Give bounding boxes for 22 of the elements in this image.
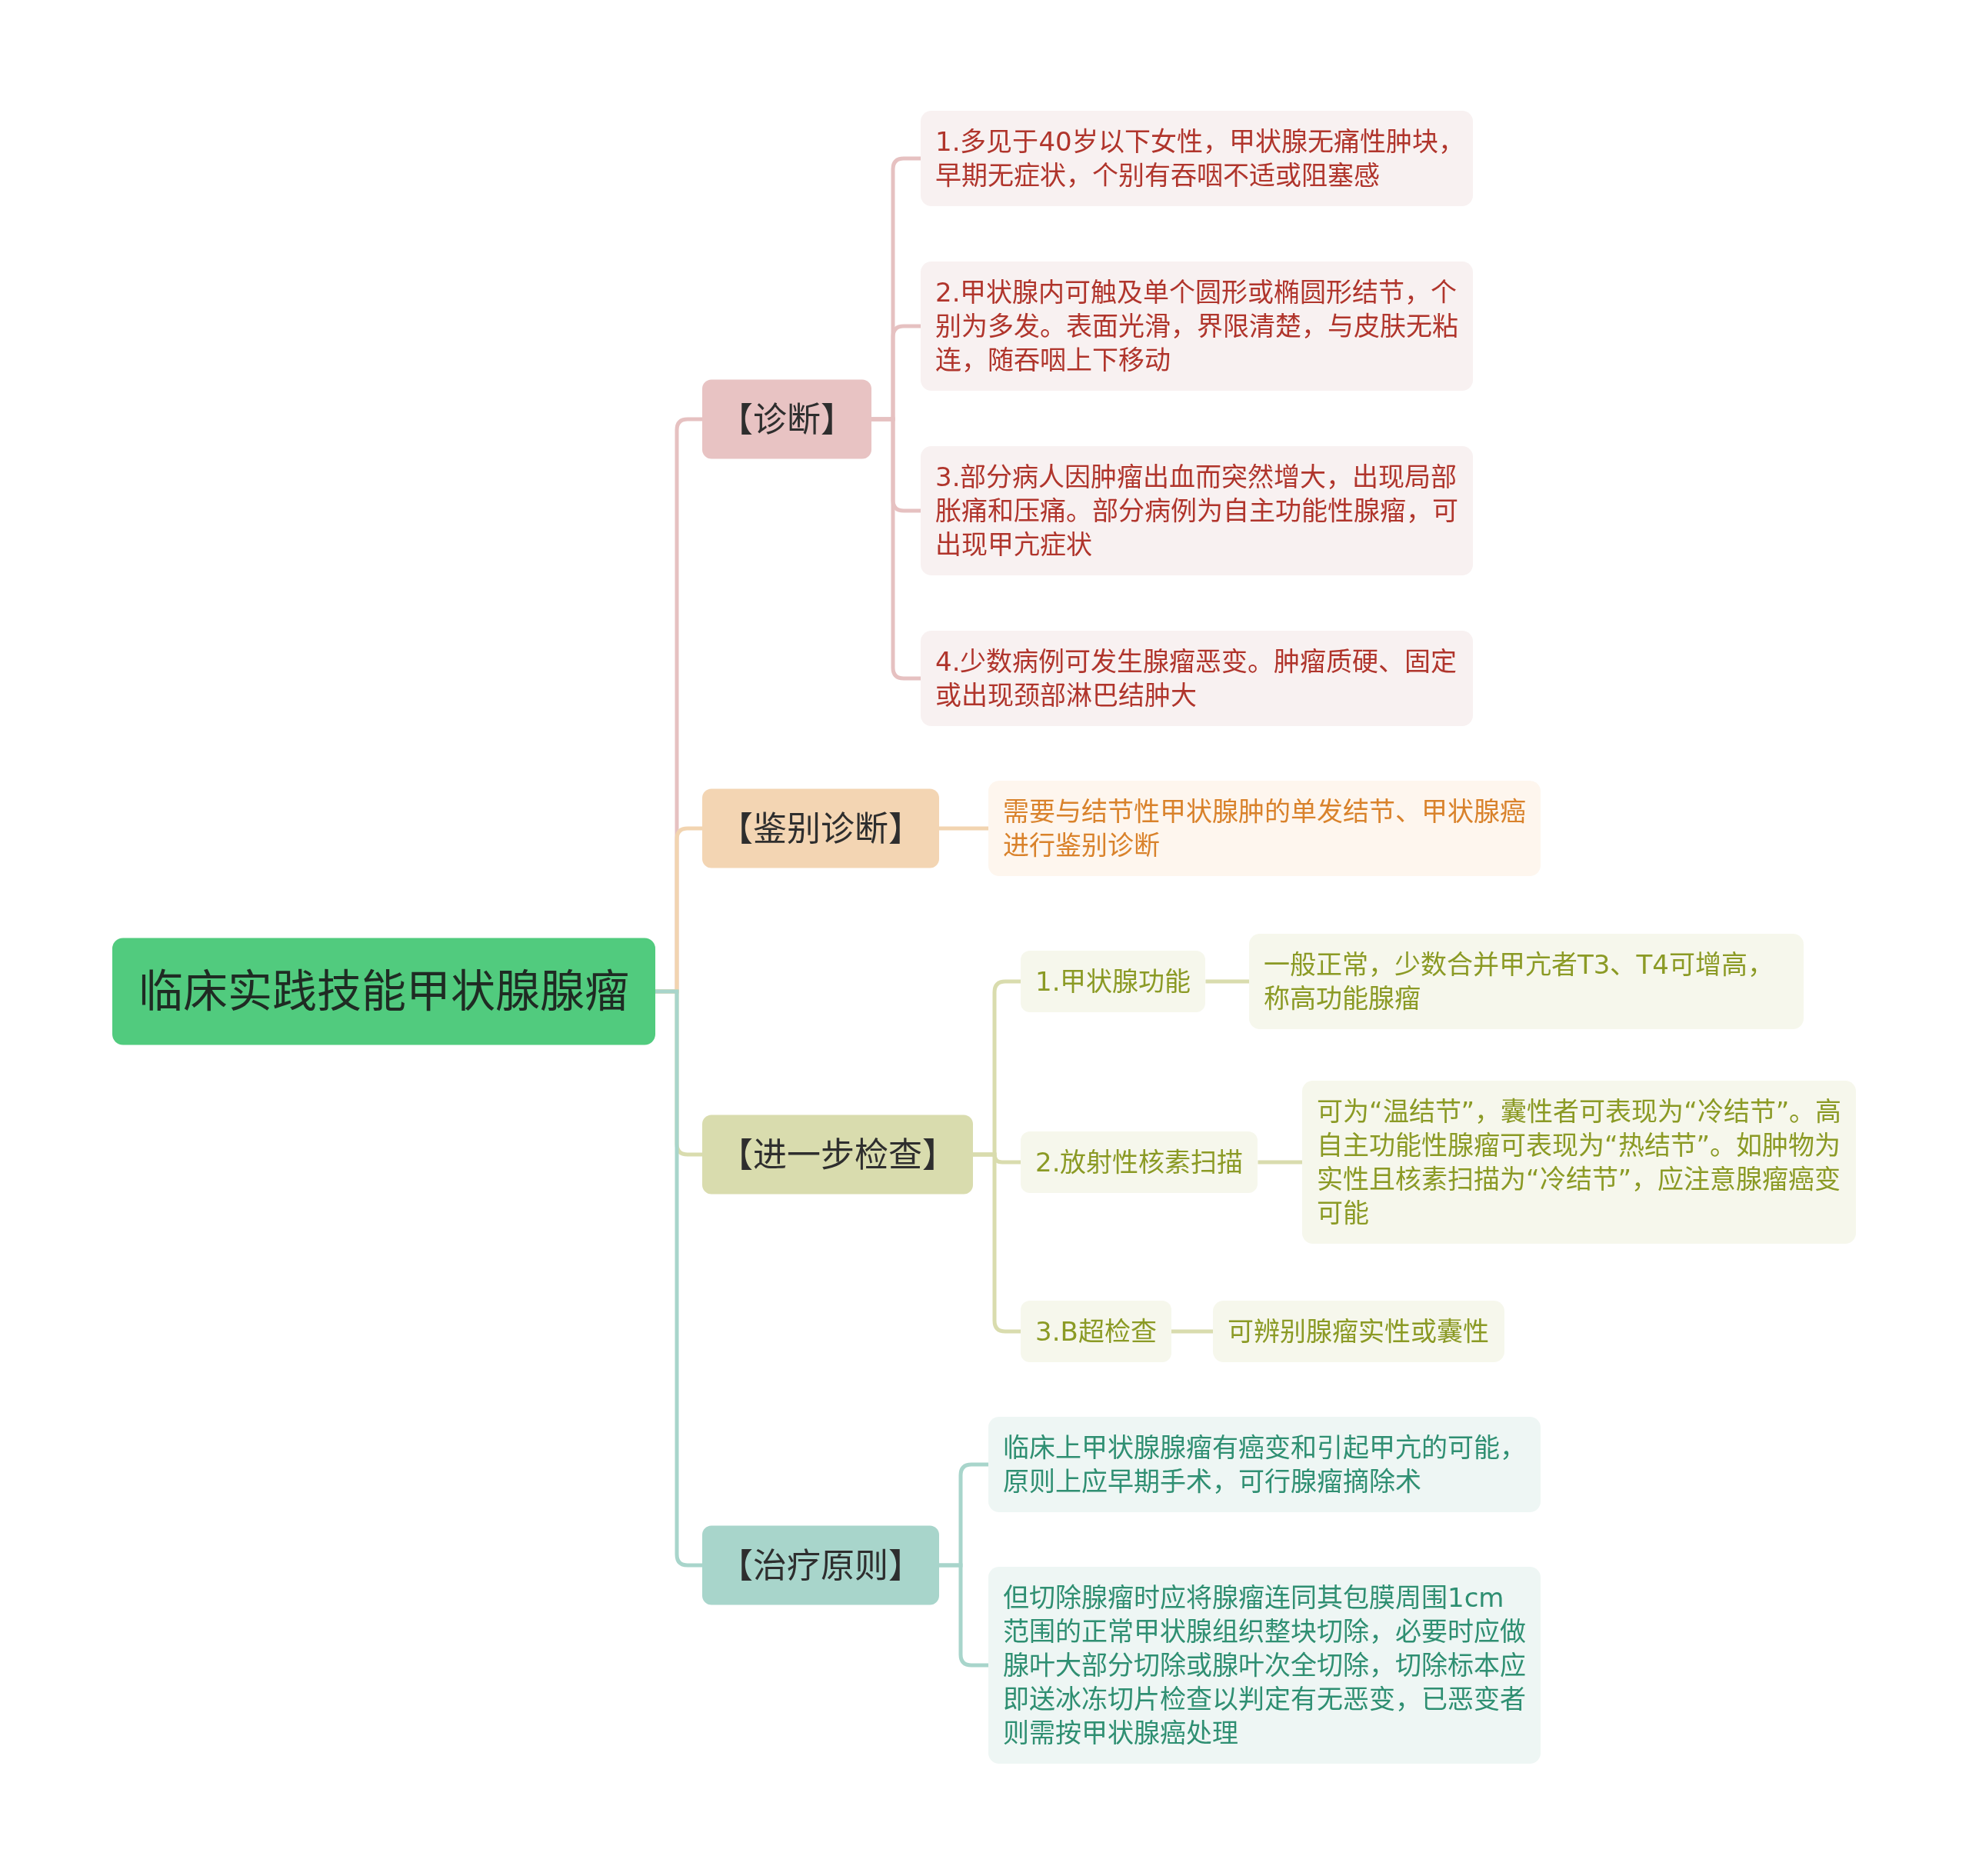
note-box: 3.部分病人因肿瘤出血而突然增大，出现局部胀痛和压痛。部分病例为自主功能性腺瘤，可出现甲亢症状 bbox=[921, 446, 1473, 575]
branch-topic-box: 【诊断】 bbox=[702, 379, 871, 459]
central-topic-box: 临床实践技能甲状腺腺瘤 bbox=[112, 938, 655, 1045]
subtopic-box: 1.甲状腺功能 bbox=[1021, 951, 1206, 1012]
connector-line bbox=[1171, 1329, 1213, 1334]
note-box: 4.少数病例可发生腺瘤恶变。肿瘤质硬、固定或出现颈部淋巴结肿大 bbox=[921, 631, 1473, 726]
note-box: 可为“温结节”，囊性者可表现为“冷结节”。高自主功能性腺瘤可表现为“热结节”。如肿物为实性且核素扫描为“冷结节”，应注意腺瘤癌变可能 bbox=[1302, 1081, 1856, 1244]
connector-line bbox=[1258, 1160, 1302, 1165]
note-box: 一般正常，少数合并甲亢者T3、T4可增高，称高功能腺瘤 bbox=[1249, 934, 1804, 1029]
note-box: 临床上甲状腺腺瘤有癌变和引起甲亢的可能，原则上应早期手术，可行腺瘤摘除术 bbox=[988, 1417, 1541, 1512]
note-box: 可辨别腺瘤实性或囊性 bbox=[1213, 1301, 1504, 1362]
branch-topic-box: 【进一步检查】 bbox=[702, 1115, 973, 1195]
note-box: 2.甲状腺内可触及单个圆形或椭圆形结节，个别为多发。表面光滑，界限清楚，与皮肤无粘连，随吞咽上下移动 bbox=[921, 262, 1473, 391]
connector-line bbox=[939, 826, 988, 831]
note-box: 1.多见于40岁以下女性，甲状腺无痛性肿块，早期无症状，个别有吞咽不适或阻塞感 bbox=[921, 111, 1473, 206]
subtopic-box: 3.B超检查 bbox=[1021, 1301, 1171, 1362]
branch-topic-box: 【鉴别诊断】 bbox=[702, 788, 939, 868]
note-box: 需要与结节性甲状腺肿的单发结节、甲状腺癌进行鉴别诊断 bbox=[988, 781, 1541, 876]
branch-topic-box: 【治疗原则】 bbox=[702, 1525, 939, 1605]
connector-line bbox=[1205, 979, 1249, 984]
subtopic-box: 2.放射性核素扫描 bbox=[1021, 1131, 1258, 1193]
note-box: 但切除腺瘤时应将腺瘤连同其包膜周围1cm范围的正常甲状腺组织整块切除，必要时应做腺叶大部分切除或腺叶次全切除，切除标本应即送冰冻切片检查以判定有无恶变，已恶变者则需按甲状腺癌处理 bbox=[988, 1567, 1541, 1764]
